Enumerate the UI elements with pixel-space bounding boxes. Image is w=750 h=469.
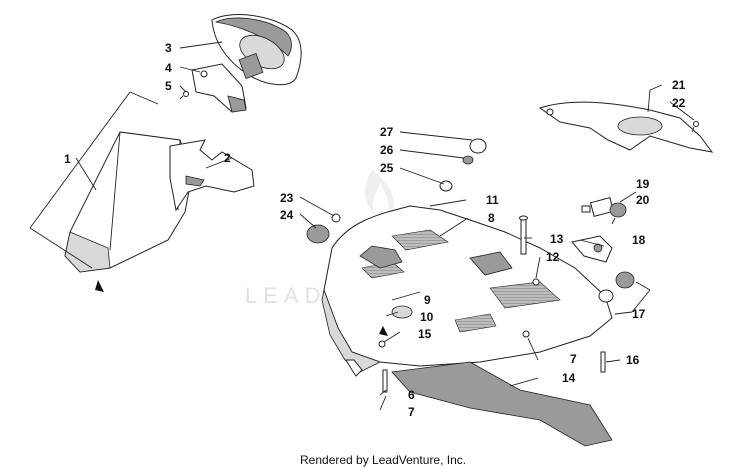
callout-23: 23 (280, 191, 294, 205)
callout-20: 20 (636, 193, 650, 207)
arrow-marker-left (95, 280, 104, 292)
headlight-housing (211, 14, 302, 86)
callout-10: 10 (420, 310, 434, 324)
callout-2: 2 (224, 151, 231, 165)
bracket-9 (345, 359, 363, 377)
grommet-stack (439, 138, 487, 192)
connector-17 (598, 271, 635, 303)
fastener-12 (532, 278, 540, 286)
headlight-bracket (191, 63, 247, 113)
callout-11: 11 (486, 193, 499, 207)
callout-13: 13 (550, 232, 564, 246)
inner-nose-panel (169, 139, 255, 212)
rear-panel (538, 101, 714, 153)
callout-7-upper: 7 (570, 352, 577, 366)
callout-3: 3 (165, 41, 172, 55)
screw-6-7 (382, 369, 388, 393)
callout-19: 19 (636, 177, 650, 191)
screw-22 (691, 121, 699, 133)
leader-lines (29, 41, 695, 411)
callout-4: 4 (165, 61, 172, 75)
screw-16 (600, 351, 606, 373)
callout-22: 22 (672, 96, 686, 110)
switch-bracket (571, 235, 613, 263)
lower-skid-plate (391, 361, 613, 447)
fastener-7a (522, 330, 530, 338)
callout-18: 18 (632, 233, 646, 247)
callout-16: 16 (626, 353, 640, 367)
watermark-flame-logo (364, 170, 394, 222)
callout-1: 1 (64, 152, 71, 166)
callout-21: 21 (672, 78, 686, 92)
callout-26: 26 (380, 143, 394, 157)
callout-9: 9 (424, 293, 431, 307)
fastener-15 (378, 340, 386, 348)
callout-5: 5 (165, 79, 172, 93)
screw-5 (179, 91, 189, 100)
render-credit: Rendered by LeadVenture, Inc. (300, 453, 466, 467)
callout-labels: 1 2 3 4 5 6 7 7 8 9 10 11 12 13 14 15 16… (64, 41, 686, 419)
callout-12: 12 (546, 250, 560, 264)
callout-17: 17 (632, 307, 646, 321)
bolt-13 (519, 215, 528, 255)
knob-23-24 (306, 213, 341, 244)
arrow-marker-center (379, 326, 388, 336)
callout-27: 27 (380, 125, 394, 139)
callout-6: 6 (408, 388, 415, 402)
callout-15: 15 (418, 327, 432, 341)
switch-housing (581, 197, 627, 218)
callout-7-lower: 7 (408, 405, 415, 419)
callout-24: 24 (280, 208, 294, 222)
callout-25: 25 (380, 161, 394, 175)
callout-14: 14 (562, 371, 576, 385)
hood-panel (321, 205, 613, 373)
callout-8: 8 (488, 211, 495, 225)
